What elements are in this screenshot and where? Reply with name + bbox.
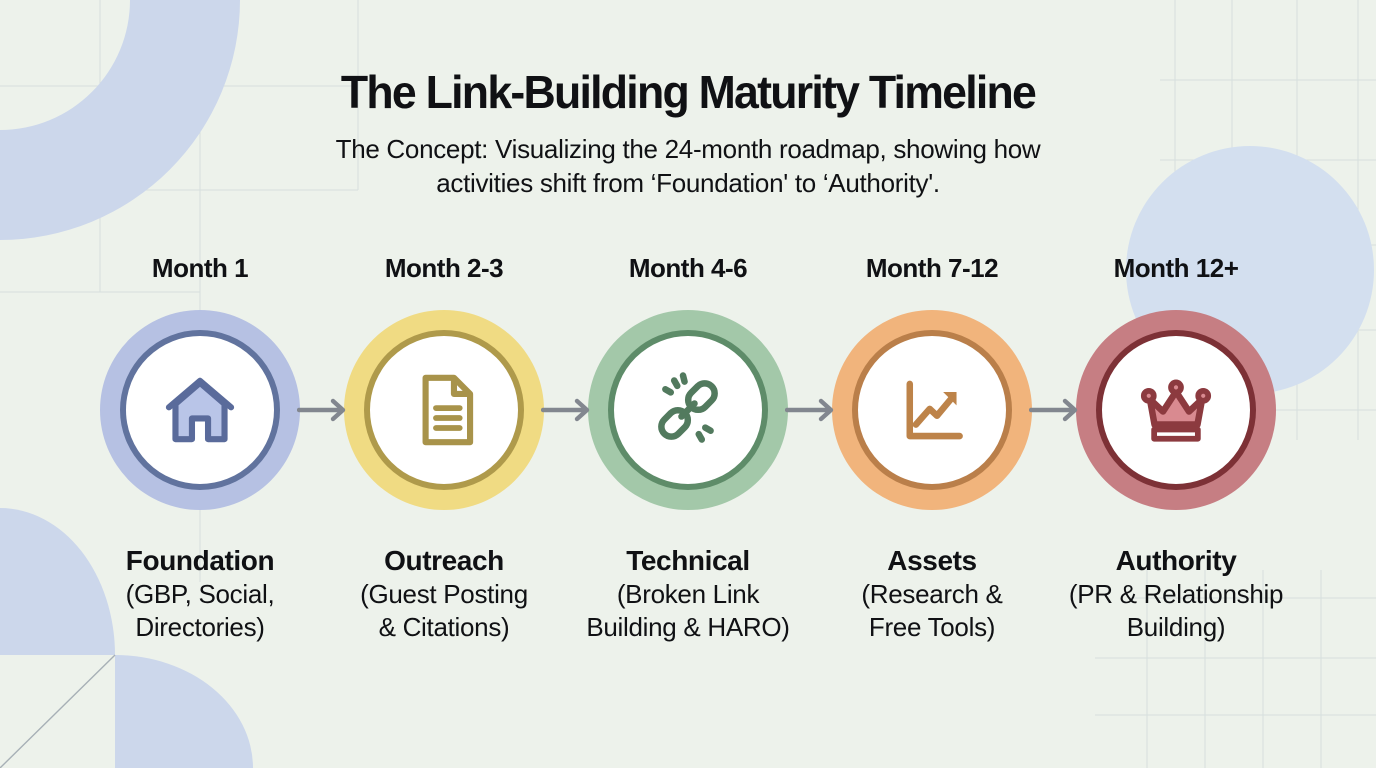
stage-assets: Month 7-12 Assets (Research & Free Tools… [810, 252, 1054, 644]
arrow-right-icon [785, 398, 834, 422]
stage-detail: (GBP, Social, Directories) [125, 579, 275, 642]
stage-technical: Month 4-6 Technical (Broken Link [566, 252, 810, 644]
month-label: Month 12+ [1113, 253, 1239, 283]
stage-circle-inner [1096, 330, 1256, 490]
document-icon [422, 374, 474, 446]
chart-up-icon [906, 380, 963, 440]
stage-authority: Month 12+ Authority (PR & Relationship B… [1054, 252, 1298, 644]
broken-link-icon [658, 372, 718, 443]
diagonal-line [0, 654, 116, 768]
month-label: Month 7-12 [865, 253, 999, 283]
quarter-circle-shape [115, 655, 253, 768]
timeline: Month 1 Foundation (GBP, Social, Directo… [78, 252, 1298, 644]
stage-detail: (PR & Relationship Building) [1068, 579, 1284, 642]
page-subtitle: The Concept: Visualizing the 24-month ro… [335, 134, 1041, 198]
arrow-right-icon [1029, 398, 1078, 422]
stage-outreach: Month 2-3 Outreach (Guest Posting & Cita… [322, 252, 566, 644]
stage-name: Foundation [125, 545, 275, 576]
stage-circle [832, 310, 1032, 510]
stage-circle-inner [608, 330, 768, 490]
arrow-right-icon [297, 398, 346, 422]
stage-foundation: Month 1 Foundation (GBP, Social, Directo… [78, 252, 322, 644]
stage-detail: (Broken Link Building & HARO) [586, 579, 790, 642]
crown-icon [1140, 379, 1212, 442]
stage-circle [344, 310, 544, 510]
stage-circle-inner [364, 330, 524, 490]
stage-detail: (Guest Posting & Citations) [360, 579, 528, 642]
stage-circle-inner [120, 330, 280, 490]
stage-name: Technical [626, 545, 750, 576]
stage-circle [100, 310, 300, 510]
header: The Link-Building Maturity Timeline The … [0, 64, 1376, 200]
stage-name: Authority [1115, 545, 1237, 576]
stage-detail: (Research & Free Tools) [861, 579, 1003, 642]
stage-circle [588, 310, 788, 510]
stage-name: Outreach [384, 545, 504, 576]
arrow-right-icon [541, 398, 590, 422]
month-label: Month 2-3 [384, 253, 504, 283]
page-title: The Link-Building Maturity Timeline [340, 66, 1037, 118]
month-label: Month 1 [151, 253, 249, 283]
stage-circle-inner [852, 330, 1012, 490]
home-icon [165, 377, 235, 443]
stage-circle [1076, 310, 1276, 510]
stage-name: Assets [887, 545, 977, 576]
month-label: Month 4-6 [628, 253, 748, 283]
